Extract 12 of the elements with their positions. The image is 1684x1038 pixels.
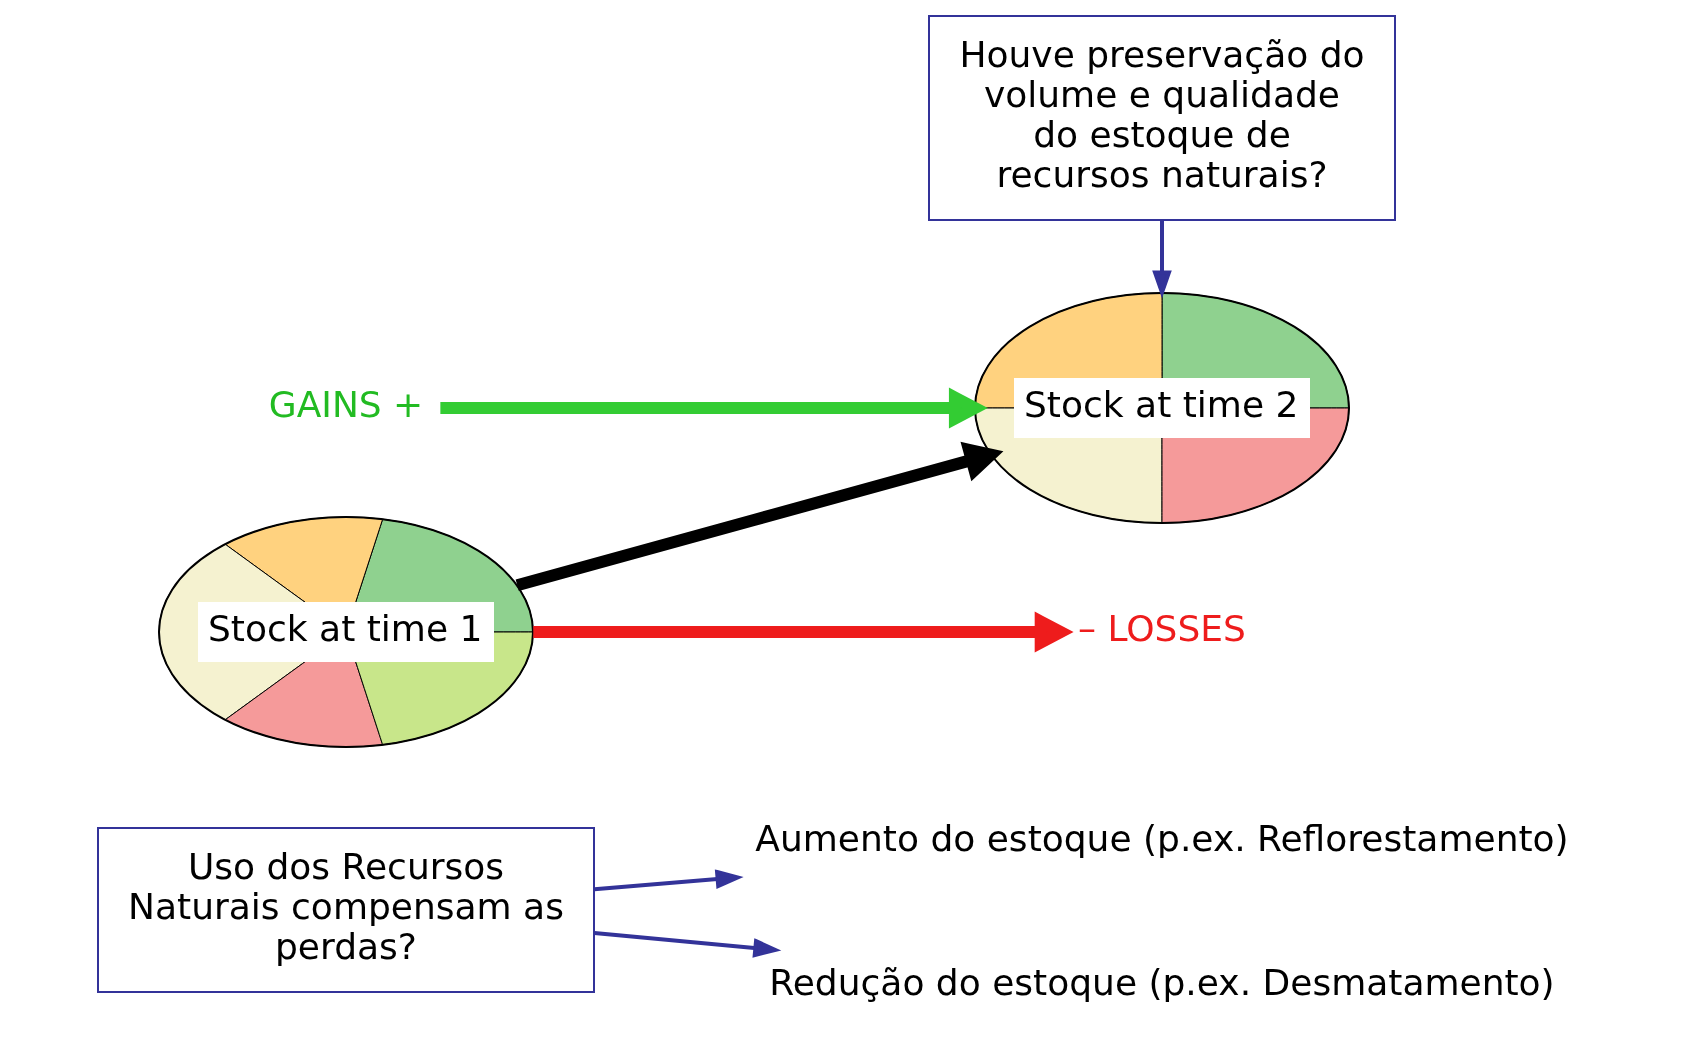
node-text: Aumento do estoque (p.ex. Reflorestamento) [755,817,1569,859]
node-box: Uso dos Recursos Naturais compensam as perdas? [97,827,595,993]
node-text: Redução do estoque (p.ex. Desmatamento) [769,961,1555,1003]
arrow [594,869,744,892]
arrow [594,931,782,958]
arrow [440,387,988,429]
arrow [1152,220,1172,299]
arrow [533,611,1074,653]
node-text: – LOSSES [1078,607,1246,649]
arrow [515,441,1004,592]
node-box: Houve preservação do volume e qualidade do estoque de recursos naturais? [928,15,1396,221]
node-text: GAINS + [268,383,424,425]
